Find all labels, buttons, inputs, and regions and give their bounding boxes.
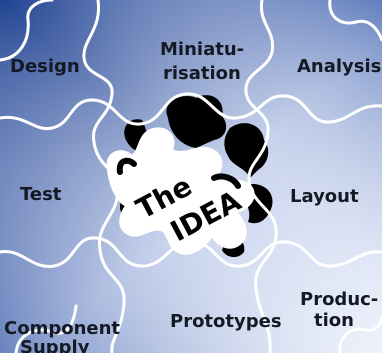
label-miniaturisation-line2: risation <box>163 63 241 84</box>
label-test: Test <box>20 184 62 205</box>
label-design: Design <box>10 56 80 77</box>
label-prototypes: Prototypes <box>170 311 282 332</box>
label-component-line1: Component <box>4 318 120 339</box>
label-miniaturisation-line1: Miniatu- <box>160 39 244 60</box>
label-production-line1: Produc- <box>300 289 378 310</box>
label-layout: Layout <box>290 186 359 207</box>
label-component-line2: Supply <box>20 337 90 353</box>
label-production-line2: tion <box>314 310 354 331</box>
center-idea-piece <box>106 127 255 255</box>
label-analysis: Analysis <box>297 56 381 77</box>
